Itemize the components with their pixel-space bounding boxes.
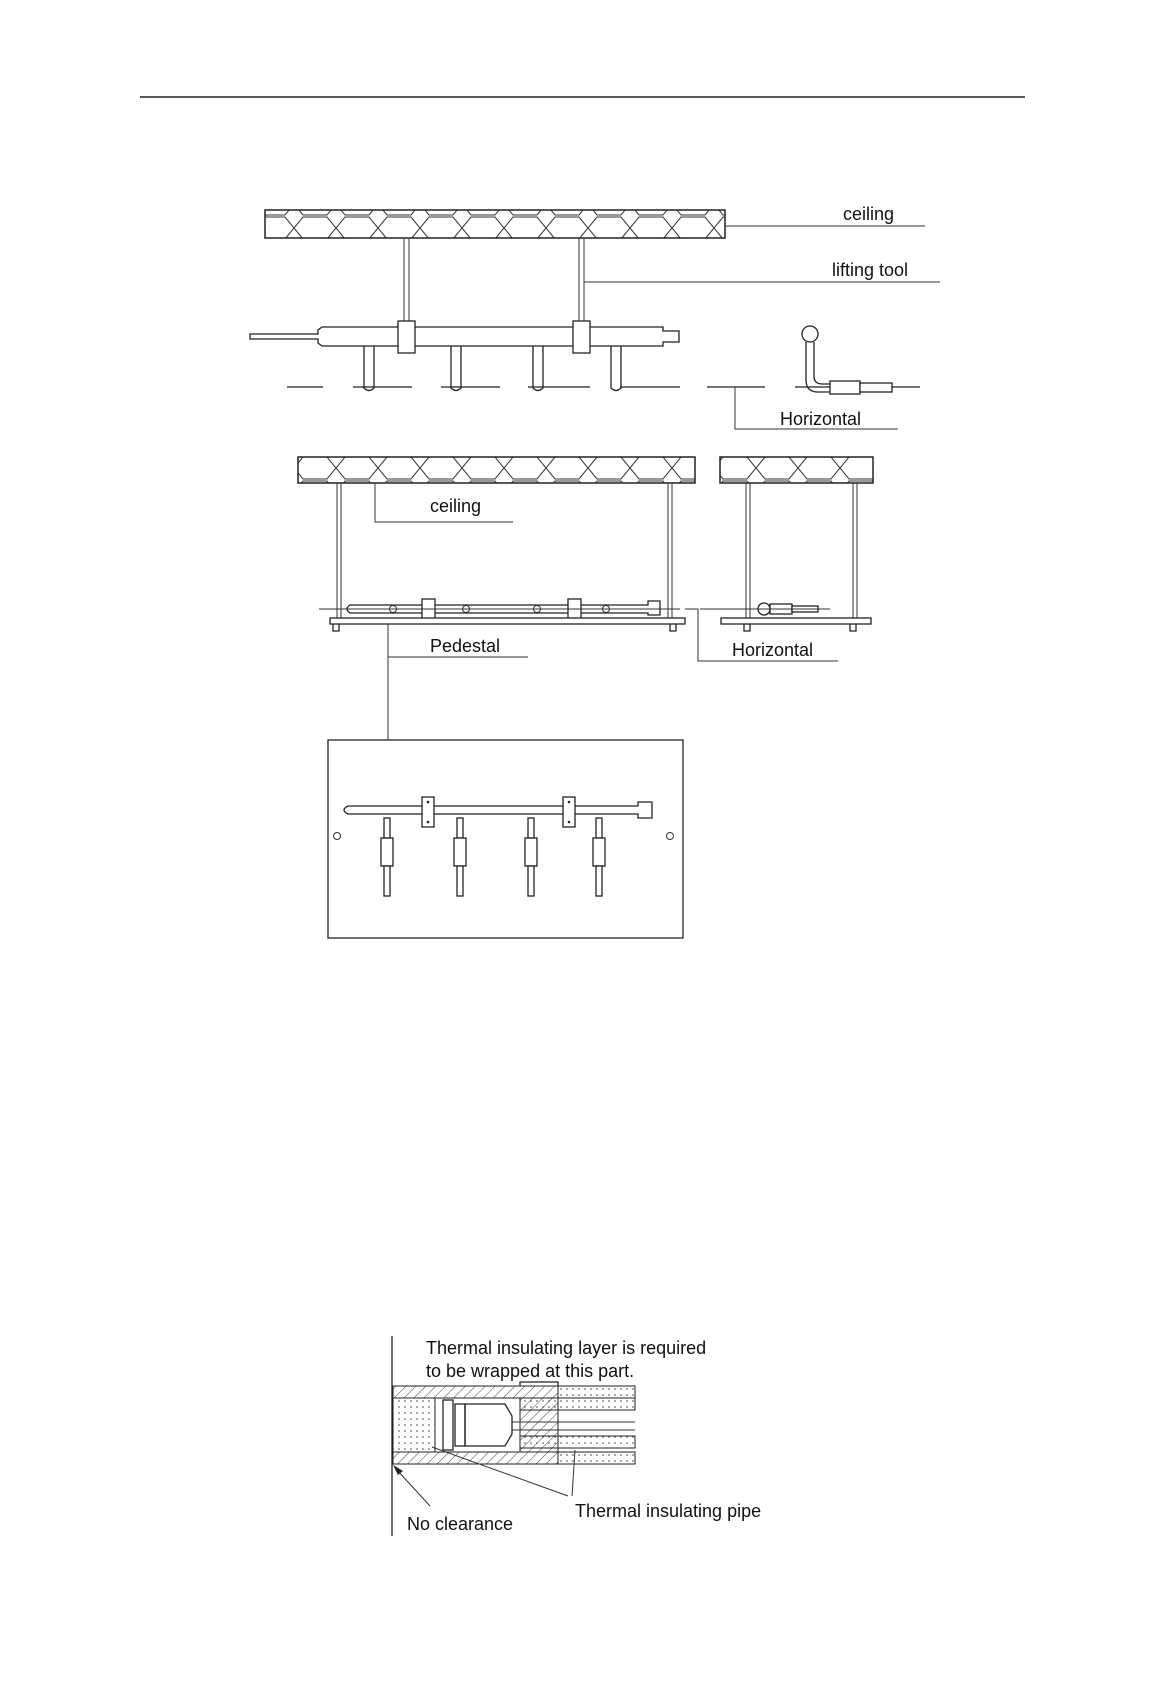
note-line-1: Thermal insulating layer is required	[426, 1338, 706, 1358]
horizontal-mid-label: Horizontal	[732, 640, 813, 660]
branch-outlets-plan	[381, 818, 605, 896]
insulation-section	[393, 1382, 635, 1464]
pedestal-plate-left	[330, 618, 685, 631]
elbow-pipe-side-view	[802, 326, 892, 394]
insulating-pipe-label: Thermal insulating pipe	[575, 1501, 761, 1521]
pedestal-label: Pedestal	[430, 636, 500, 656]
lifting-rods-top	[404, 238, 584, 326]
hanger-rods-mid	[337, 483, 857, 618]
ceiling-top-label: ceiling	[843, 204, 894, 224]
pedestal-plate-right	[721, 618, 871, 631]
note-line-2: to be wrapped at this part.	[426, 1361, 634, 1381]
horizontal-top-label: Horizontal	[780, 409, 861, 429]
branch-header-pipe-top	[250, 321, 679, 391]
ceiling-beam-mid-right	[720, 457, 873, 483]
lifting-tool-label: lifting tool	[832, 260, 908, 280]
ceiling-beam-mid-left	[298, 457, 695, 483]
ceiling-mid-label: ceiling	[430, 496, 481, 516]
no-clearance-arrow	[393, 1465, 430, 1506]
pipe-on-pedestal-front	[319, 599, 680, 619]
pipe-on-pedestal-side	[700, 603, 830, 615]
ceiling-beam-top	[265, 210, 725, 238]
no-clearance-label: No clearance	[407, 1514, 513, 1534]
